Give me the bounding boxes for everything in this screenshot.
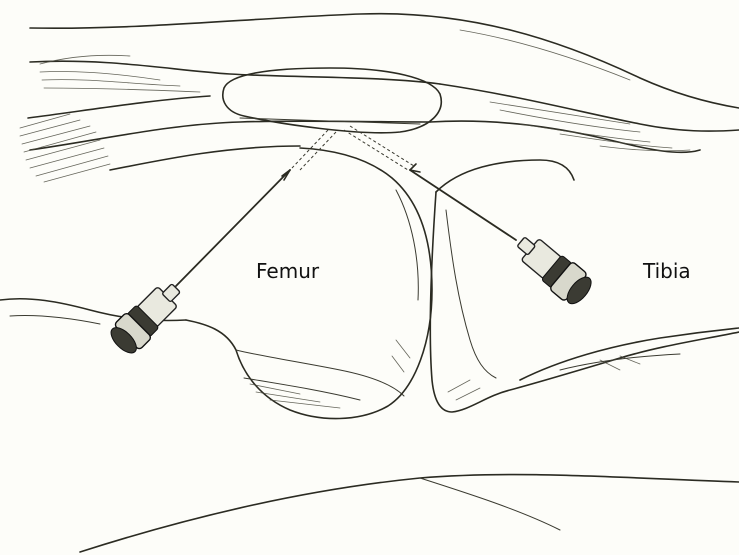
femur-condyle	[186, 148, 432, 419]
needle-syringe-hub-icon	[410, 164, 597, 309]
tibia-label: Tibia	[643, 259, 691, 283]
upper-soft-tissue	[20, 14, 739, 182]
femur-label: Femur	[256, 259, 319, 283]
lower-skin-contour	[80, 475, 739, 552]
